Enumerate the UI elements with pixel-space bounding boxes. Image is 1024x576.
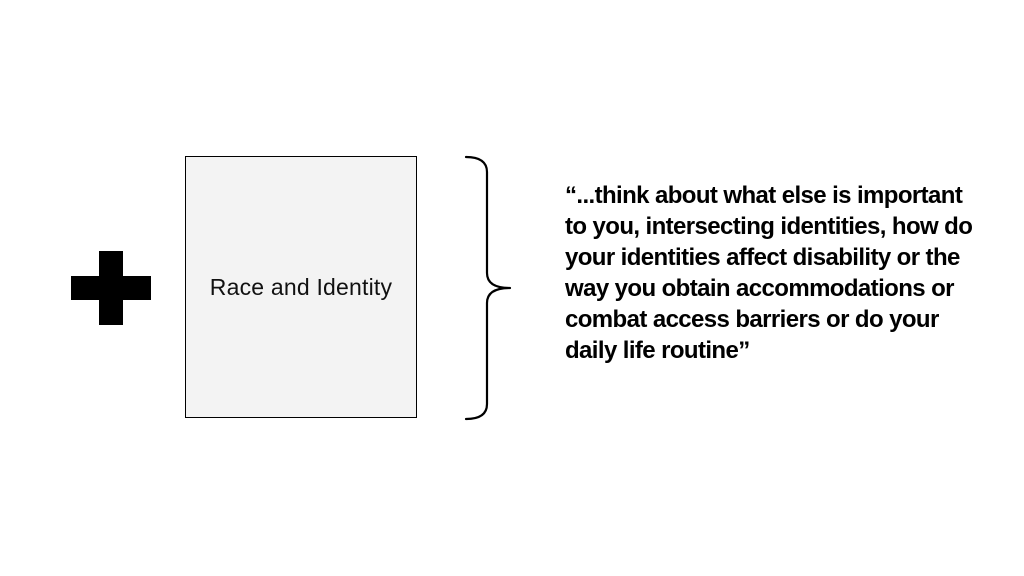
box-label: Race and Identity: [209, 273, 393, 300]
plus-vertical-bar: [99, 251, 123, 325]
plus-icon: [71, 251, 151, 325]
right-curly-brace-icon: [464, 155, 512, 421]
quote-text: “...think about what else is important t…: [565, 182, 973, 364]
race-and-identity-box: Race and Identity: [185, 156, 417, 418]
